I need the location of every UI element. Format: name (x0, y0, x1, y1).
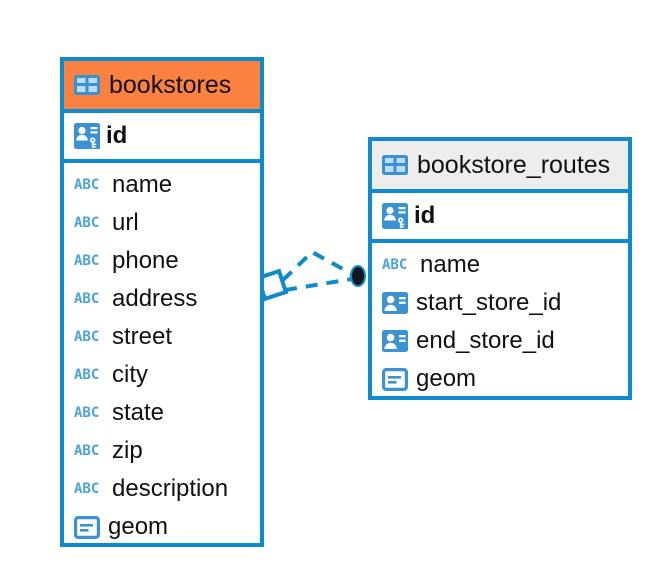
abc-text-icon: ABC (74, 481, 100, 497)
foreign-key-icon (382, 292, 408, 314)
field-label: zip (112, 437, 143, 464)
field-row-geom[interactable]: geom (64, 508, 260, 546)
entity-header-bookstore-routes[interactable]: bookstore_routes (372, 141, 628, 189)
primary-key-section-bookstores: id (64, 109, 260, 163)
field-label: end_store_id (416, 327, 555, 354)
primary-key-icon (382, 203, 408, 229)
field-label: name (112, 171, 173, 198)
field-row-url[interactable]: ABC url (64, 204, 260, 242)
field-label: id (414, 202, 436, 229)
field-row-address[interactable]: ABC address (64, 280, 260, 318)
field-label: start_store_id (416, 289, 562, 316)
field-label: url (112, 209, 139, 236)
geometry-icon (382, 367, 408, 391)
fields-section-bookstore-routes: ABC name start_store_id (372, 243, 628, 404)
entity-header-bookstores[interactable]: bookstores (64, 61, 260, 109)
field-label: description (112, 475, 229, 502)
field-row-name[interactable]: ABC name (64, 166, 260, 204)
field-label: phone (112, 247, 179, 274)
field-row-primary-key[interactable]: id (64, 113, 260, 159)
table-grid-icon (382, 155, 408, 175)
entity-title: bookstore_routes (417, 150, 611, 179)
field-label: id (106, 122, 128, 149)
field-label: geom (416, 365, 477, 392)
field-row-zip[interactable]: ABC zip (64, 432, 260, 470)
entity-table-bookstores[interactable]: bookstores (60, 57, 264, 547)
fields-section-bookstores: ABC name ABC url ABC phone ABC address A… (64, 163, 260, 552)
table-grid-icon (74, 75, 100, 95)
filled-circle-marker (350, 265, 366, 287)
primary-key-icon (74, 123, 100, 149)
abc-text-icon: ABC (74, 215, 100, 231)
field-row-geom[interactable]: geom (372, 360, 628, 398)
field-label: city (112, 361, 148, 388)
field-label: address (112, 285, 198, 312)
abc-text-icon: ABC (74, 177, 100, 193)
field-row-name[interactable]: ABC name (372, 246, 628, 284)
abc-text-icon: ABC (74, 405, 100, 421)
field-row-primary-key[interactable]: id (372, 193, 628, 239)
abc-text-icon: ABC (74, 253, 100, 269)
abc-text-icon: ABC (74, 291, 100, 307)
entity-title: bookstores (109, 70, 232, 99)
field-label: state (112, 399, 165, 426)
field-row-end-store-id[interactable]: end_store_id (372, 322, 628, 360)
foreign-key-icon (382, 330, 408, 352)
field-label: street (112, 323, 173, 350)
field-row-phone[interactable]: ABC phone (64, 242, 260, 280)
field-label: geom (108, 513, 169, 540)
geometry-icon (74, 515, 100, 539)
entity-table-bookstore-routes[interactable]: bookstore_routes (368, 137, 632, 400)
field-row-street[interactable]: ABC street (64, 318, 260, 356)
abc-text-icon: ABC (74, 367, 100, 383)
field-row-state[interactable]: ABC state (64, 394, 260, 432)
relationship-line-lower (284, 277, 353, 292)
primary-key-section-bookstore-routes: id (372, 189, 628, 243)
abc-text-icon: ABC (382, 257, 408, 273)
field-label: name (420, 251, 481, 278)
abc-text-icon: ABC (74, 329, 100, 345)
abc-text-icon: ABC (74, 443, 100, 459)
field-row-description[interactable]: ABC description (64, 470, 260, 508)
field-row-start-store-id[interactable]: start_store_id (372, 284, 628, 322)
relationship-line-upper (281, 249, 353, 282)
field-row-city[interactable]: ABC city (64, 356, 260, 394)
